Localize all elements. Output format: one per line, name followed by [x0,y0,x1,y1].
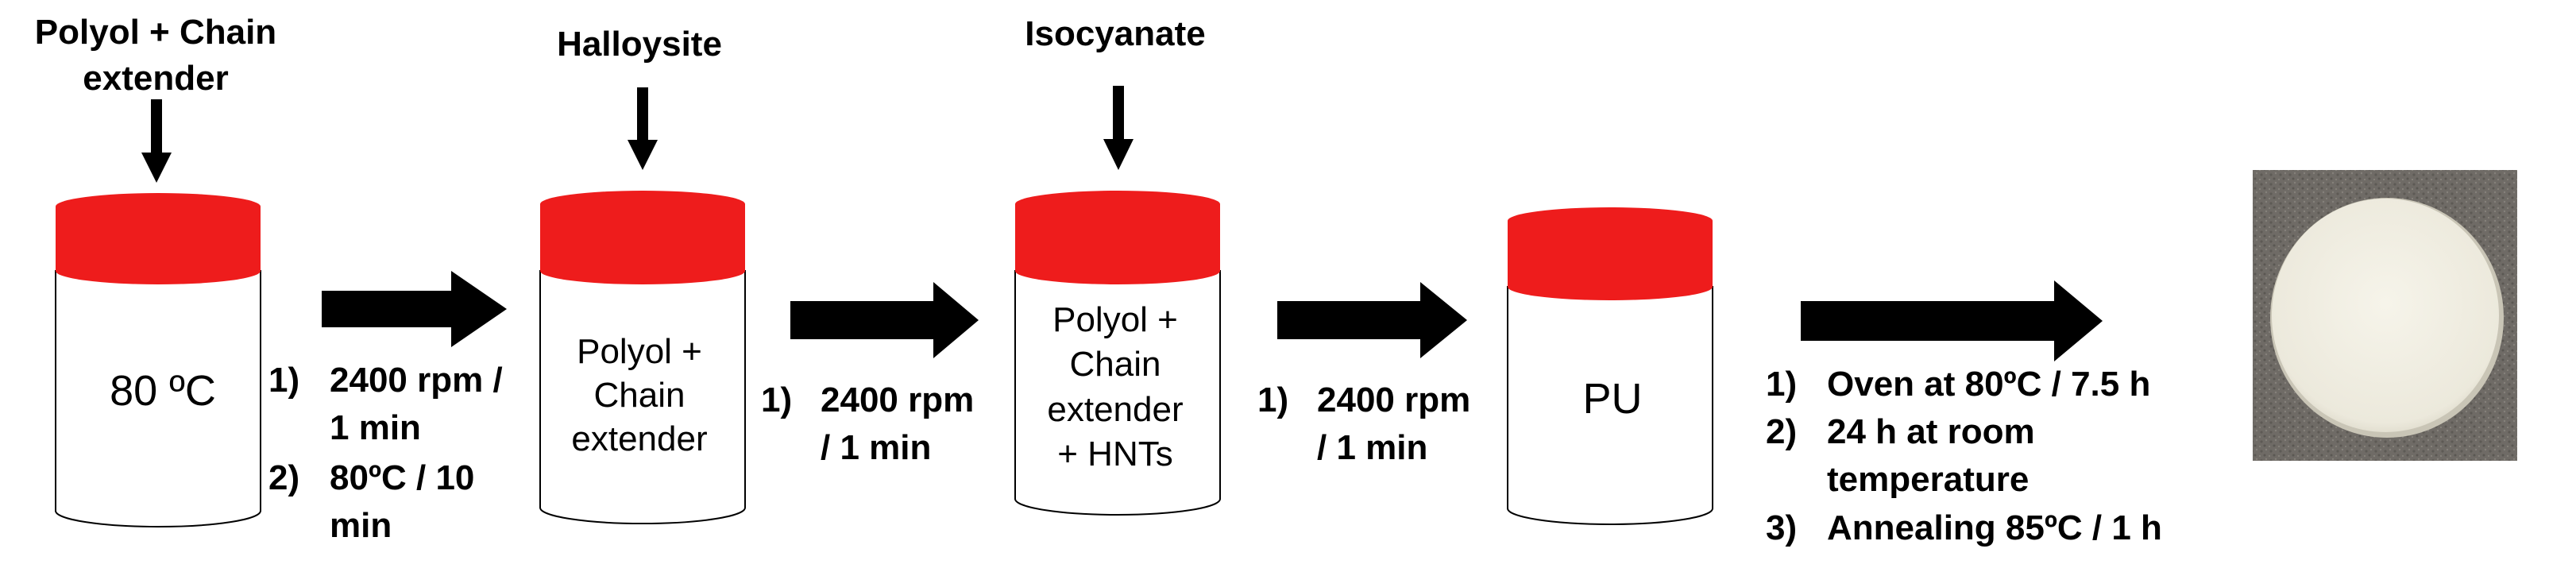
down-arrow-icon [141,99,172,183]
step-1-conditions: 1) 2400 rpm / 1 min 2) 80ºC / 10 min [268,361,503,545]
step-text: / 1 min [1317,428,1427,467]
container-label: Polyol + Chain extender + HNTs [1047,300,1183,473]
step-3-conditions: 1) 2400 rpm / 1 min [1257,381,1470,467]
container-label-line: Chain [594,376,686,415]
right-arrow-icon [322,271,507,347]
input-label-line-1: Polyol + Chain [35,13,276,52]
container-label-line: Chain [1070,345,1161,384]
step-text: min [330,506,392,545]
container-icon [1014,191,1221,516]
down-arrow-icon [628,87,658,170]
step-number: 2) [1766,412,1797,451]
sample-disc [2272,199,2499,432]
right-arrow-icon [1277,282,1467,358]
container-label-line: extender [571,419,707,458]
container-label-line: Polyol + [1052,300,1178,339]
step-4-conditions: 1) Oven at 80ºC / 7.5 h 2) 24 h at room … [1766,365,2162,547]
container-icon [1507,207,1713,525]
sample-photo [2253,170,2517,461]
input-label-halloysite: Halloysite [557,25,722,64]
step-number: 2) [268,458,299,497]
step-text: Oven at 80ºC / 7.5 h [1827,365,2150,404]
step-text: 1 min [330,408,421,447]
step-number: 3) [1766,508,1797,547]
step-number: 1) [268,361,299,400]
step-text: Annealing 85ºC / 1 h [1827,508,2162,547]
down-arrow-icon [1103,86,1134,170]
step-text: / 1 min [821,428,931,467]
container-icon [539,191,746,524]
right-arrow-icon [790,282,979,358]
container-label: 80 ºC [110,367,216,415]
container-label: PU [1582,375,1642,423]
step-2-conditions: 1) 2400 rpm / 1 min [761,381,974,467]
step-number: 1) [1257,381,1288,419]
container-label-line: extender [1047,390,1183,429]
input-label-isocyanate: Isocyanate [1025,14,1205,53]
input-label-line-2: extender [83,59,228,98]
container-label: Polyol + Chain extender [571,332,707,458]
input-label-polyol-chain-extender: Polyol + Chain extender [35,13,276,98]
step-text: temperature [1827,460,2029,499]
container-icon [55,193,261,527]
right-arrow-icon [1801,280,2103,361]
container-label-line: + HNTs [1057,435,1172,473]
step-number: 1) [1766,365,1797,404]
container-label-line: Polyol + [577,332,702,371]
step-text: 80ºC / 10 [330,458,474,497]
step-text: 2400 rpm [821,381,974,419]
step-text: 24 h at room [1827,412,2035,451]
step-text: 2400 rpm [1317,381,1470,419]
step-number: 1) [761,381,792,419]
step-text: 2400 rpm / [330,361,503,400]
